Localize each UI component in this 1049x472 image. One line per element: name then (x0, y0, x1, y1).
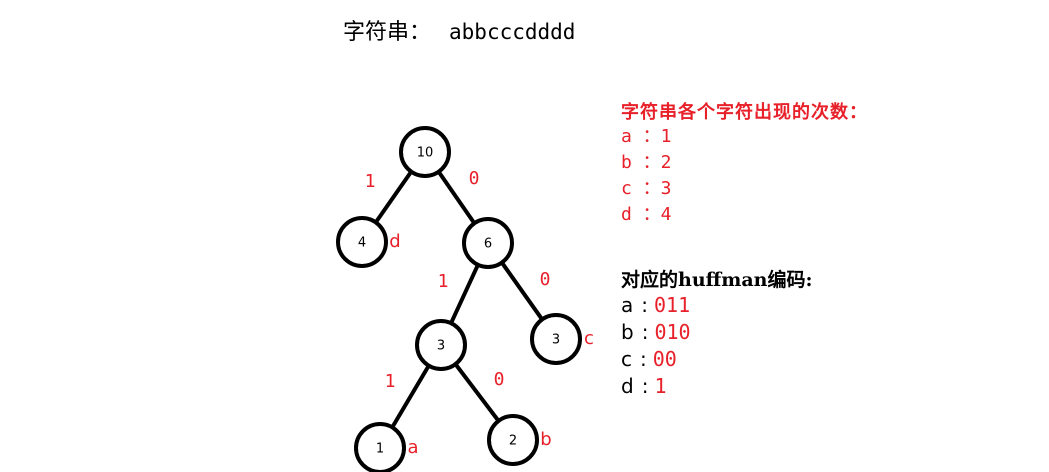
node-weight: 6 (484, 237, 492, 252)
node-weight: 10 (417, 146, 434, 161)
node-weight: 4 (358, 236, 366, 251)
tree-node (487, 414, 539, 466)
code-row: c:00 (621, 346, 812, 373)
tree-edge (453, 362, 501, 423)
string-title: 字符串： abbcccdddd (343, 14, 575, 46)
tree-edge (374, 170, 413, 224)
tree-node (415, 319, 467, 371)
code-char: b (621, 320, 634, 344)
code-row: a:011 (621, 292, 812, 319)
huffman-code-panel: 对应的huffman编码: a:011 b:010 c:00 d:1 (621, 265, 812, 400)
node-weight: 1 (376, 442, 384, 457)
huffman-code-heading: 对应的huffman编码: (621, 269, 813, 291)
code-value: 011 (654, 293, 691, 317)
tree-edge (390, 364, 431, 429)
code-separator: : (640, 347, 647, 371)
edge-bit-label: 0 (469, 168, 480, 189)
string-title-value: abbcccdddd (449, 20, 576, 44)
edge-bit-label: 1 (365, 171, 376, 192)
node-weight: 3 (437, 339, 445, 354)
frequency-heading: 字符串各个字符出现的次数： (621, 102, 868, 123)
code-value: 00 (652, 347, 677, 371)
frequency-row: d ：4 (621, 204, 672, 225)
leaf-symbol-label: a (407, 437, 418, 458)
frequency-row: b ：2 (621, 152, 672, 173)
tree-node (336, 216, 388, 268)
code-row: d:1 (621, 373, 812, 400)
leaf-symbol-label: d (389, 231, 400, 252)
code-value: 1 (654, 374, 667, 398)
frequency-panel: 字符串各个字符出现的次数： a ：1 b ：2 c ：3 d ：4 (621, 98, 868, 228)
tree-node (399, 126, 451, 178)
frequency-row: a ：1 (621, 126, 672, 147)
tree-edge (449, 263, 480, 325)
string-title-label: 字符串： (343, 20, 432, 45)
edge-bit-label: 1 (438, 271, 449, 292)
edge-bit-label: 0 (540, 269, 551, 290)
leaf-symbol-label: b (540, 429, 551, 450)
code-value: 010 (654, 320, 691, 344)
node-weight: 2 (509, 434, 517, 449)
tree-edge (437, 170, 476, 225)
node-weight: 3 (552, 333, 560, 348)
leaf-symbol-label: c (584, 328, 594, 349)
code-char: a (621, 293, 634, 317)
edge-bit-label: 1 (385, 371, 396, 392)
tree-node (354, 422, 406, 472)
code-separator: : (641, 293, 649, 317)
frequency-row: c ：3 (621, 178, 672, 199)
edge-bit-label: 0 (494, 369, 505, 390)
code-separator: : (641, 320, 649, 344)
code-row: b:010 (621, 319, 812, 346)
code-char: d (621, 374, 634, 398)
code-separator: : (641, 374, 649, 398)
code-char: c (621, 347, 632, 371)
tree-node (530, 313, 582, 365)
tree-edge (500, 261, 544, 321)
tree-node (462, 217, 514, 269)
